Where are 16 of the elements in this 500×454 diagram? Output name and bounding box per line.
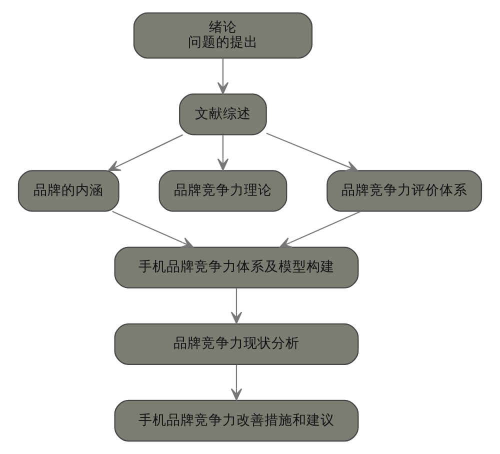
node-box: 品牌竞争力现状分析 <box>114 323 359 365</box>
arrow <box>217 58 229 94</box>
node-box: 品牌的内涵 <box>18 170 120 212</box>
node-box: 文献综述 <box>179 94 267 136</box>
arrow <box>230 364 242 401</box>
node-box: 品牌竞争力评价体系 <box>326 170 482 212</box>
node-box: 绪论 问题的提出 <box>133 12 313 59</box>
node-box: 手机品牌竞争力体系及模型构建 <box>114 246 359 288</box>
arrow <box>230 288 242 324</box>
node-box: 品牌竞争力理论 <box>158 170 288 212</box>
arrow <box>266 132 358 172</box>
arrow <box>279 210 361 248</box>
arrow <box>112 210 194 248</box>
node-box: 手机品牌竞争力改善措施和建议 <box>114 400 359 442</box>
arrow <box>217 135 229 171</box>
arrow <box>108 134 184 172</box>
